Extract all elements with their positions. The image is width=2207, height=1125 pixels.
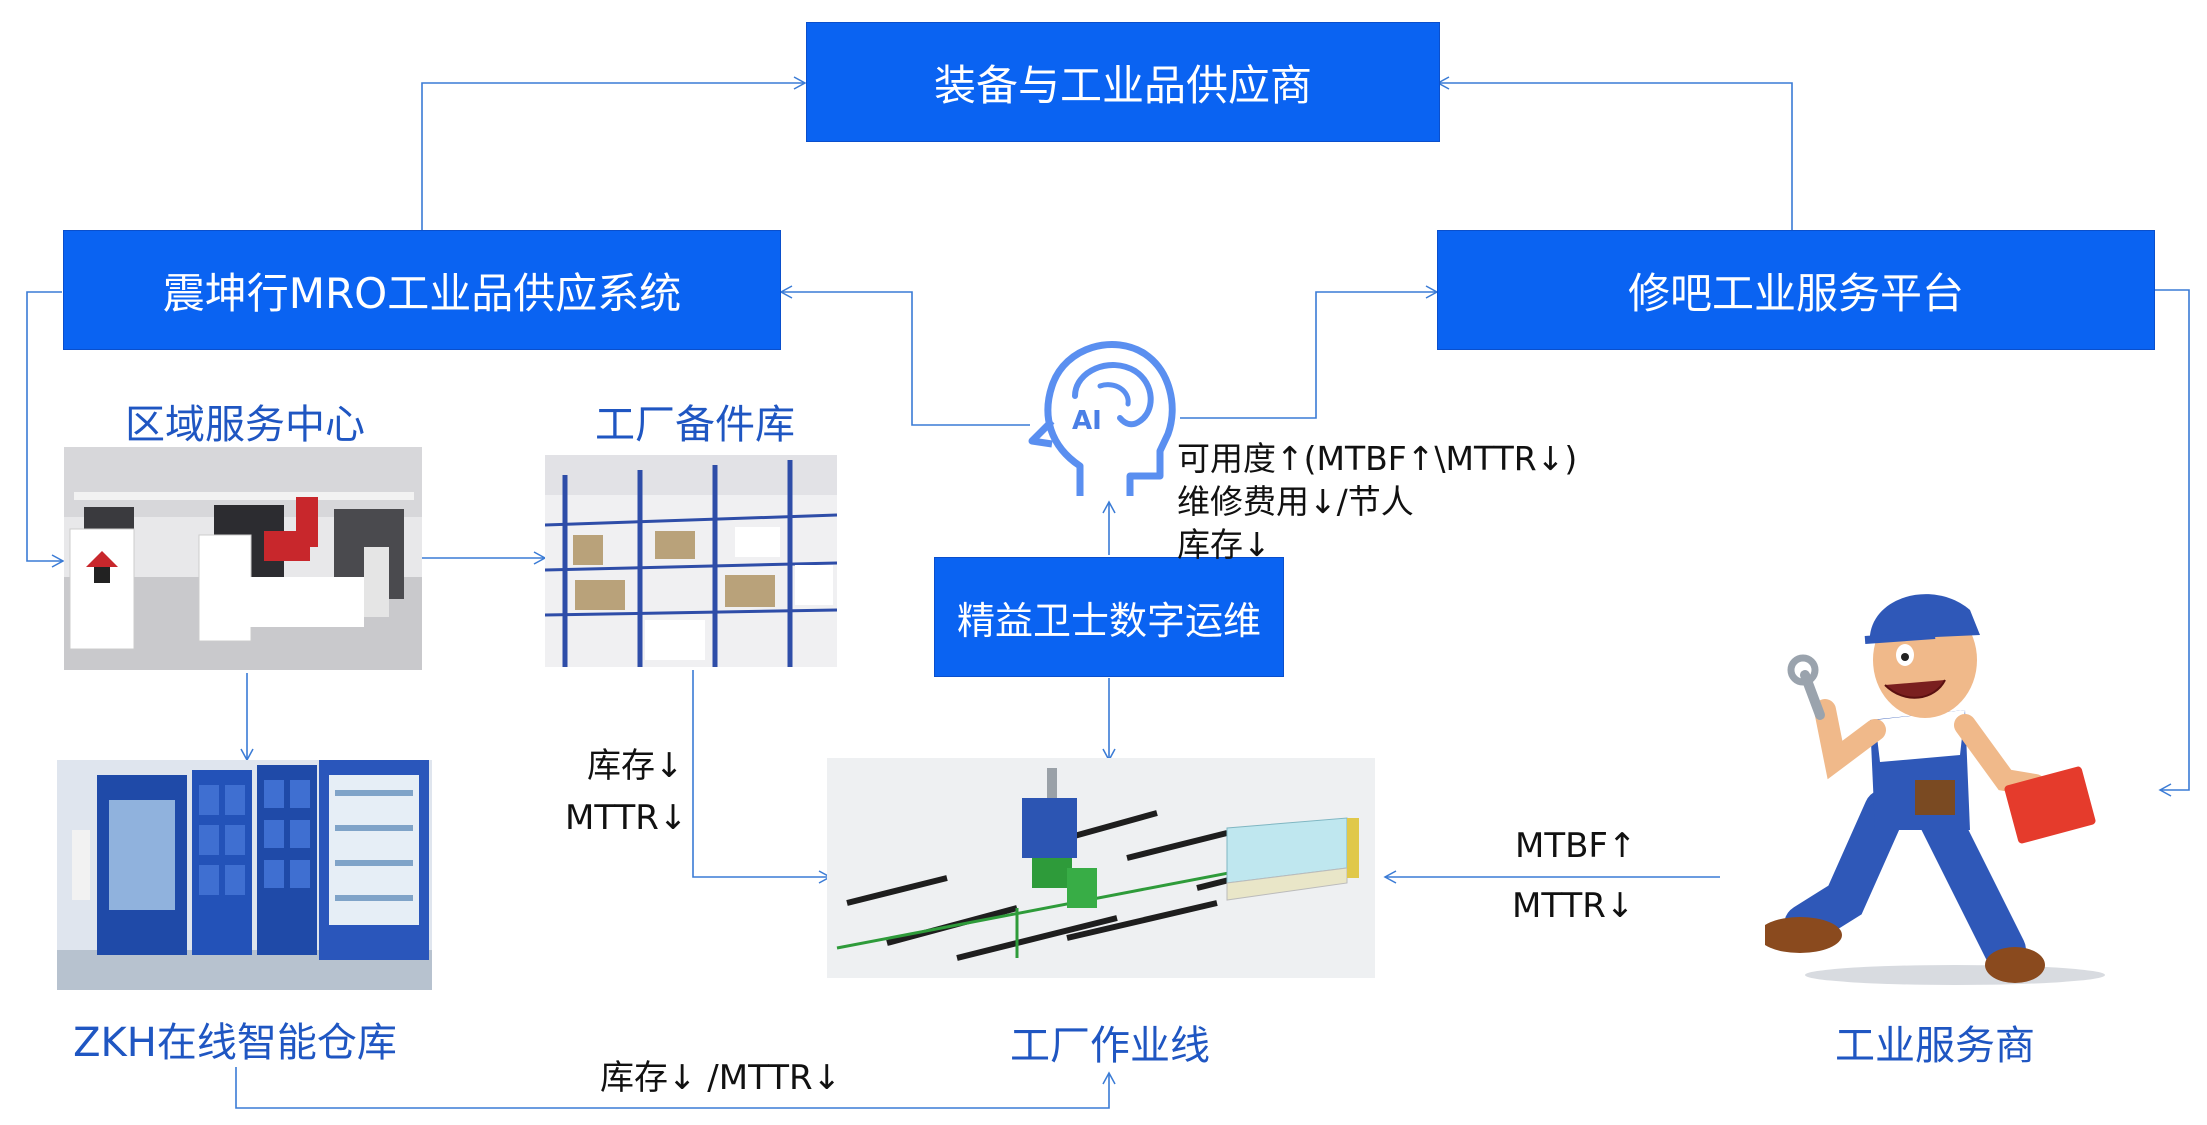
- edge-warehouse-to-line: [235, 1067, 1116, 1109]
- service-provider-mascot: [1758, 580, 2125, 990]
- regional-center-photo: [64, 447, 422, 670]
- spares-edge-inventory-label: 库存↓: [587, 746, 684, 786]
- benefit-availability: 可用度↑(MTBF↑\MTTR↓): [1177, 439, 1578, 478]
- regional-center-title: 区域服务中心: [125, 402, 365, 448]
- spares-edge-mttr-label: MTTR↓: [565, 798, 688, 838]
- service-platform-box[interactable]: 修吧工业服务平台: [1437, 230, 2155, 350]
- mro-system-box[interactable]: 震坤行MRO工业品供应系统: [63, 230, 781, 350]
- smart-warehouse-photo: [57, 760, 432, 990]
- edge-spares-to-line: [692, 670, 832, 884]
- benefit-inventory: 库存↓: [1177, 525, 1271, 564]
- provider-edge-mttr-label: MTTR↓: [1512, 886, 1635, 926]
- factory-spares-title: 工厂备件库: [595, 402, 795, 448]
- digital-ops-box[interactable]: 精益卫士数字运维: [934, 557, 1284, 677]
- production-line-photo: [827, 758, 1375, 978]
- edge-ai-to-platform: [1180, 285, 1439, 419]
- provider-edge-mtbf-label: MTBF↑: [1515, 826, 1637, 866]
- service-provider-title: 工业服务商: [1835, 1023, 2035, 1069]
- production-line-title: 工厂作业线: [1010, 1023, 1210, 1069]
- supplier-box[interactable]: 装备与工业品供应商: [806, 22, 1440, 142]
- edge-ai-to-mro: [779, 285, 1030, 426]
- ai-head-icon: AI: [1020, 326, 1190, 501]
- edge-mro-to-regional: [26, 291, 65, 568]
- smart-warehouse-title: ZKH在线智能仓库: [73, 1020, 397, 1066]
- edge-platform-to-provider: [2155, 289, 2190, 797]
- factory-spares-photo: [545, 455, 837, 667]
- edge-mro-to-supplier: [421, 76, 807, 230]
- ai-icon-text: AI: [1072, 406, 1102, 436]
- edge-platform-to-supplier: [1436, 76, 1793, 230]
- benefit-maintenance-cost: 维修费用↓/节人: [1177, 482, 1414, 521]
- warehouse-edge-label: 库存↓ /MTTR↓: [600, 1058, 842, 1098]
